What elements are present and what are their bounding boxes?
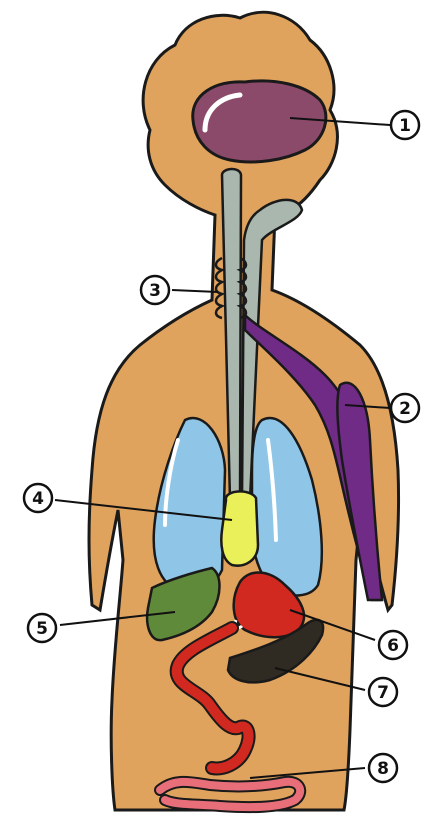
brain <box>193 81 326 162</box>
callout-6: 6 <box>379 631 407 659</box>
callout-3: 3 <box>141 276 169 304</box>
callout-5: 5 <box>28 614 56 642</box>
callout-1-label: 1 <box>399 116 411 136</box>
callout-3-label: 3 <box>149 281 161 301</box>
callout-8-label: 8 <box>377 759 389 779</box>
callout-7: 7 <box>369 678 397 706</box>
callout-5-label: 5 <box>36 619 48 639</box>
callout-2-label: 2 <box>399 399 411 419</box>
callout-4-label: 4 <box>32 489 44 509</box>
callout-1: 1 <box>391 111 419 139</box>
callout-7-label: 7 <box>377 683 389 703</box>
callout-6-label: 6 <box>387 636 399 656</box>
callout-2: 2 <box>391 394 419 422</box>
callout-4: 4 <box>24 484 52 512</box>
heart <box>221 491 258 565</box>
callout-8: 8 <box>369 754 397 782</box>
